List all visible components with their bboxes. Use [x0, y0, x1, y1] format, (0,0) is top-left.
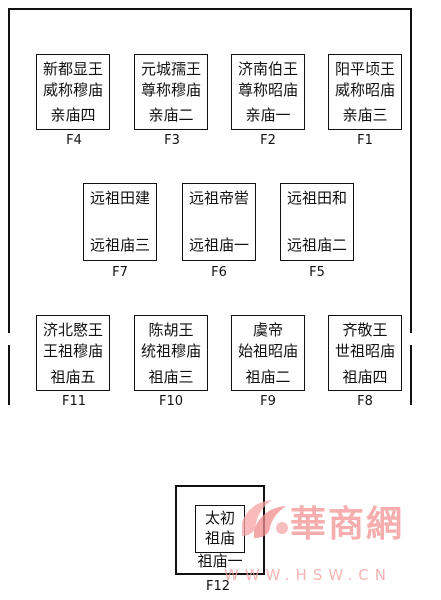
- temple-f1-name: 阳平顷王: [334, 60, 395, 78]
- temple-f11: 济北愍王 王祖穆庙 祖庙五: [36, 315, 110, 391]
- temple-f7-rank: 远祖庙三: [89, 236, 150, 254]
- temple-f3-name: 元城孺王: [140, 60, 201, 78]
- enclosure-right-wall-lower: [410, 345, 412, 405]
- temple-f1: 阳平顷王 威称昭庙 亲庙三: [328, 54, 402, 130]
- enclosure-right-wall: [410, 8, 412, 333]
- temple-f4-name: 新都显王: [42, 60, 103, 78]
- enclosure-top-wall: [8, 8, 411, 10]
- temple-f5-code: F5: [309, 265, 325, 280]
- temple-f11-rank: 祖庙五: [50, 368, 96, 386]
- temple-f12-inner-text: 太初祖庙: [204, 509, 235, 547]
- temple-f2-title: 尊称昭庙: [237, 81, 298, 99]
- temple-f11-name: 济北愍王: [42, 321, 103, 339]
- temple-f12-inner: 太初祖庙: [195, 505, 245, 553]
- temple-f4-code: F4: [66, 133, 82, 148]
- temple-f12-rank: 祖庙一: [197, 552, 243, 570]
- temple-f8-name: 齐敬王: [342, 321, 388, 339]
- enclosure-left-wall-lower: [8, 345, 10, 405]
- temple-f2-rank: 亲庙一: [245, 106, 291, 124]
- temple-f8-code: F8: [357, 394, 373, 409]
- temple-f5-rank: 远祖庙二: [286, 236, 347, 254]
- temple-f6: 远祖帝喾 远祖庙一: [182, 183, 256, 261]
- temple-f9-rank: 祖庙二: [245, 368, 291, 386]
- watermark-brand: 華商網: [290, 503, 405, 545]
- temple-f7-name: 远祖田建: [89, 189, 150, 207]
- temple-f10-code: F10: [158, 394, 184, 409]
- temple-f10-title: 统祖穆庙: [140, 342, 201, 360]
- temple-f3: 元城孺王 尊称穆庙 亲庙二: [134, 54, 208, 130]
- temple-f1-rank: 亲庙三: [342, 106, 388, 124]
- temple-f8-title: 世祖昭庙: [334, 342, 395, 360]
- temple-f6-name: 远祖帝喾: [188, 189, 249, 207]
- temple-f7-code: F7: [112, 265, 128, 280]
- temple-f8-rank: 祖庙四: [342, 368, 388, 386]
- enclosure-left-wall: [8, 8, 10, 333]
- temple-f6-rank: 远祖庙一: [188, 236, 249, 254]
- temple-f3-title: 尊称穆庙: [140, 81, 201, 99]
- temple-f4: 新都显王 威称穆庙 亲庙四: [36, 54, 110, 130]
- temple-f8: 齐敬王 世祖昭庙 祖庙四: [328, 315, 402, 391]
- temple-f9-name: 虞帝: [252, 321, 283, 339]
- temple-f5: 远祖田和 远祖庙二: [280, 183, 354, 261]
- temple-f10-name: 陈胡王: [148, 321, 194, 339]
- temple-f1-code: F1: [357, 133, 373, 148]
- temple-f11-code: F11: [61, 394, 87, 409]
- temple-f3-code: F3: [164, 133, 180, 148]
- temple-f10: 陈胡王 统祖穆庙 祖庙三: [134, 315, 208, 391]
- temple-f9-title: 始祖昭庙: [237, 342, 298, 360]
- temple-f5-name: 远祖田和: [286, 189, 347, 207]
- temple-f12-code: F12: [205, 579, 231, 594]
- temple-f4-title: 威称穆庙: [42, 81, 103, 99]
- temple-f9-code: F9: [260, 394, 276, 409]
- temple-f2: 济南伯王 尊称昭庙 亲庙一: [231, 54, 305, 130]
- temple-f11-title: 王祖穆庙: [42, 342, 103, 360]
- temple-f6-code: F6: [211, 265, 227, 280]
- temple-f2-code: F2: [260, 133, 276, 148]
- temple-f9: 虞帝 始祖昭庙 祖庙二: [231, 315, 305, 391]
- temple-f10-rank: 祖庙三: [148, 368, 194, 386]
- temple-f3-rank: 亲庙二: [148, 106, 194, 124]
- temple-f1-title: 威称昭庙: [334, 81, 395, 99]
- temple-f12-outer: 太初祖庙 祖庙一: [175, 485, 265, 575]
- temple-f4-rank: 亲庙四: [50, 106, 96, 124]
- temple-f7: 远祖田建 远祖庙三: [83, 183, 157, 261]
- temple-f2-name: 济南伯王: [237, 60, 298, 78]
